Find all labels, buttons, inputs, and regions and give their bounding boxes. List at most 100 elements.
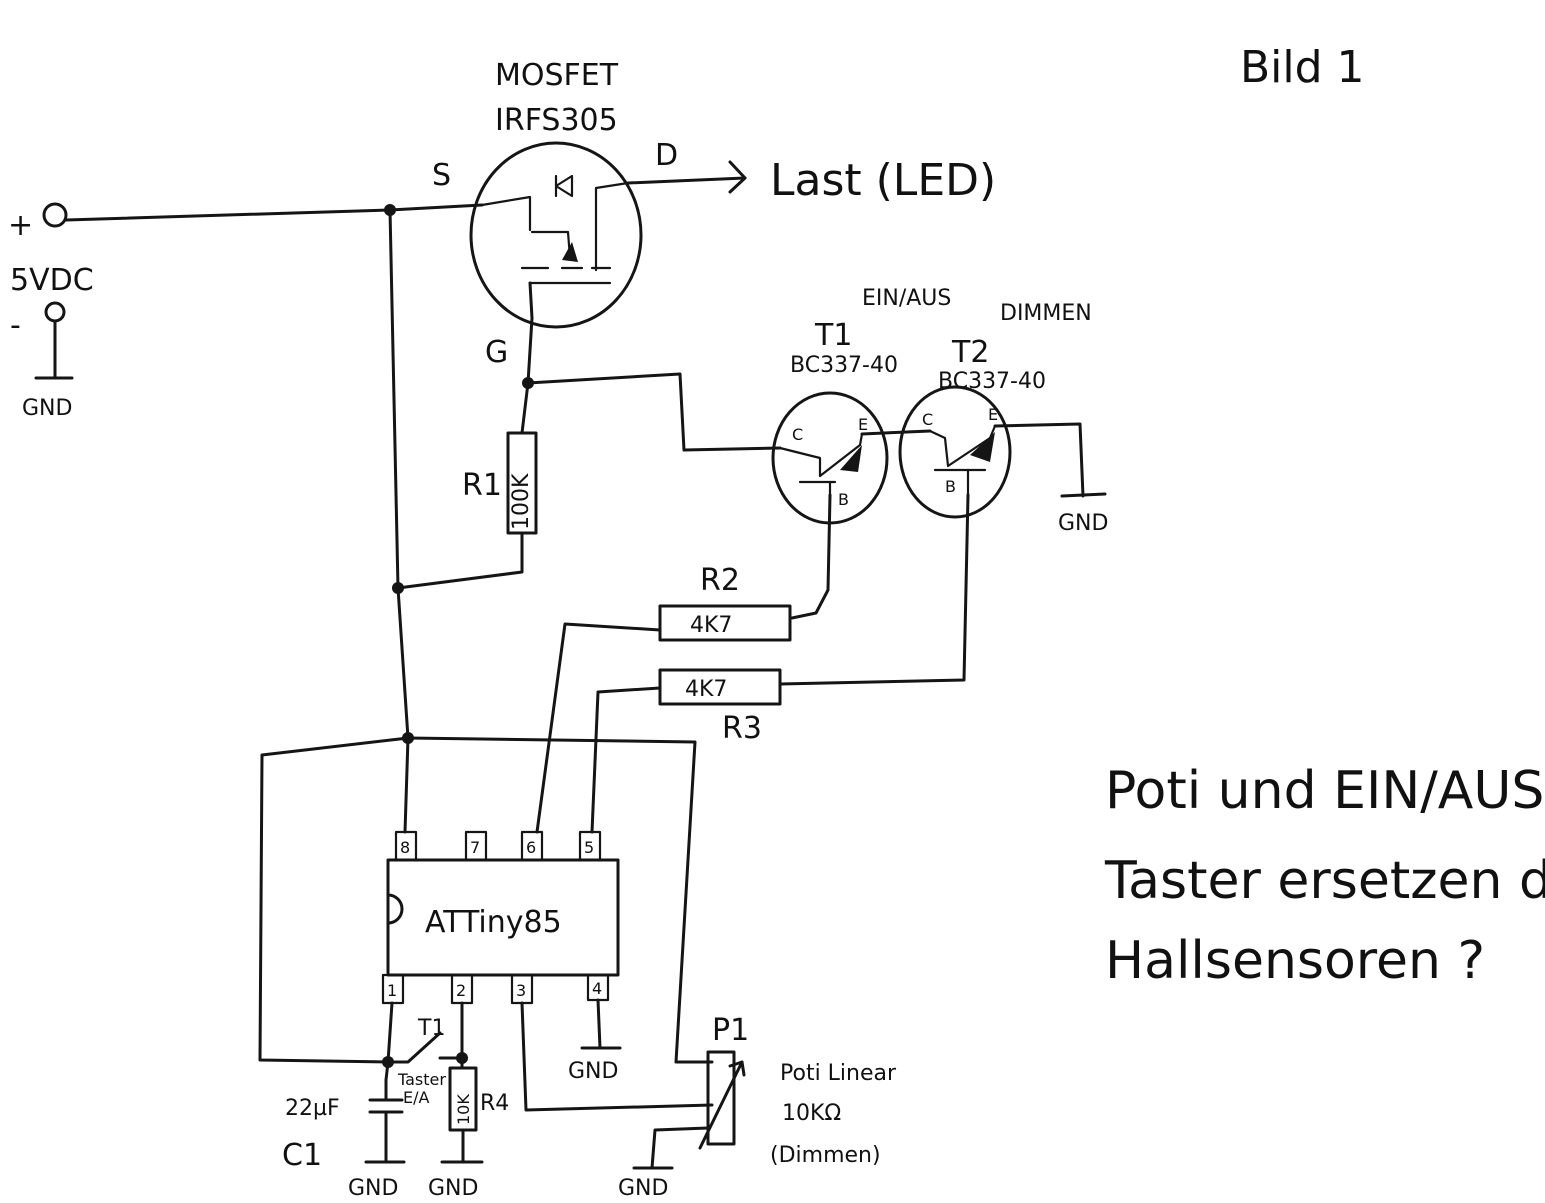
junction-dot (402, 732, 414, 744)
ic-pin-1-label: 1 (387, 981, 397, 1000)
mosfet-body-circle (469, 141, 643, 329)
ic-pin-4-label: 4 (592, 979, 602, 998)
t2-gnd-label: GND (1058, 511, 1108, 536)
wire-t1-base-to-r2 (790, 493, 832, 620)
design-note: Poti und EIN/AUS Taster ersetzen durch H… (1104, 761, 1545, 991)
t1-emitter-label: E (858, 415, 868, 434)
mosfet-source-label: S (432, 158, 451, 193)
r2-label: R2 (700, 563, 740, 598)
supply-plus-label: + (8, 208, 33, 243)
r2-body (658, 604, 792, 642)
button-name-label: T1 (417, 1016, 445, 1041)
mosfet-channel-leads (480, 181, 630, 272)
wire-r3-to-pin5 (590, 686, 662, 834)
supply-voltage-label: 5VDC (10, 263, 94, 298)
mosfet-body-diode (554, 174, 574, 198)
mosfet-symbol: MOSFET IRFS305 S D G (432, 58, 678, 370)
wire-plus-to-source (64, 203, 484, 222)
ic-pin-1 (381, 973, 405, 1005)
junctions (382, 204, 534, 1068)
ic-pin-7 (464, 830, 488, 862)
wire-gate-to-t1-collector (526, 372, 782, 452)
p1-description-line-3: (Dimmen) (770, 1143, 881, 1168)
wire-r2-to-pin6 (535, 622, 662, 834)
t1-circle (771, 391, 889, 525)
wires (64, 160, 1107, 1112)
wire-t1-emitter-to-t2-collector (860, 429, 932, 436)
ic-pin-2-label: 2 (456, 981, 466, 1000)
junction-dot (456, 1052, 468, 1064)
push-button: T1 Taster E/A (397, 1016, 446, 1107)
wire-pin1 (384, 1001, 394, 1082)
ic-notch (386, 893, 404, 925)
resistor-r3: 4K7 R3 (658, 668, 782, 746)
ic-body (386, 858, 620, 977)
r4-value: 10K (454, 1094, 473, 1125)
load-arrow (728, 160, 747, 194)
t1-function-label: EIN/AUS (862, 286, 951, 311)
wire-drain-to-load (626, 176, 747, 185)
ic-pin-5 (578, 830, 602, 862)
r2-value: 4K7 (690, 613, 732, 638)
mosfet-arrow (562, 242, 578, 262)
r3-body (658, 668, 782, 706)
t1-part-label: BC337-40 (790, 353, 898, 378)
junction-dot (382, 1056, 394, 1068)
p1-name-label: P1 (712, 1013, 749, 1048)
supply-gnd-label: GND (22, 396, 72, 421)
mosfet-drain-label: D (655, 138, 678, 173)
wire-t2-emitter-gnd (993, 422, 1107, 498)
c1-symbol (364, 1078, 406, 1164)
r4-gnd-label: GND (428, 1176, 478, 1201)
button-label-line-2: E/A (403, 1088, 430, 1107)
r1-value: 100K (509, 473, 534, 530)
plus-terminal (42, 202, 68, 228)
t1-emitter-arrow (840, 445, 862, 472)
r4-label: R4 (480, 1091, 509, 1116)
wire-button-switch (386, 1031, 442, 1064)
c1-value: 22µF (285, 1096, 340, 1121)
r4-gnd-symbol (440, 1128, 484, 1164)
wire-r1-to-rail (396, 531, 524, 590)
p1-description-line-2: 10KΩ (782, 1101, 841, 1126)
t2-emitter-arrow (970, 432, 995, 462)
t2-name-label: T2 (951, 335, 989, 370)
pin4-gnd-label: GND (568, 1059, 618, 1084)
mosfet-substrate (530, 230, 572, 260)
r1-label: R1 (462, 468, 502, 503)
resistor-r1: 100K R1 (462, 431, 538, 535)
capacitor-c1: 22µF C1 (282, 1078, 406, 1173)
wire-vcc-rail (388, 208, 410, 834)
ic-attiny85: ATTiny85 8 7 6 5 1 2 3 4 (381, 830, 620, 1005)
transistor-t2: DIMMEN T2 BC337-40 C E B (898, 301, 1092, 519)
p1-gnd-label: GND (618, 1176, 668, 1201)
transistor-t1: EIN/AUS T1 BC337-40 C E B (771, 286, 951, 525)
t1-name-label: T1 (814, 318, 852, 353)
wire-vcc-loop (258, 736, 410, 1064)
mosfet-gate-label: G (485, 335, 508, 370)
ic-pin-2 (450, 973, 474, 1005)
potentiometer-p1: P1 Poti Linear 10KΩ (Dimmen) (632, 1013, 897, 1170)
ic-pin-5-label: 5 (584, 838, 594, 857)
t2-part-label: BC337-40 (938, 369, 1046, 394)
ic-pin-3-label: 3 (516, 981, 526, 1000)
resistor-r4: 10K R4 (440, 1066, 509, 1164)
p1-description-line-1: Poti Linear (780, 1061, 897, 1086)
ic-pin-8 (394, 830, 418, 862)
wire-gate-to-r1 (520, 381, 530, 435)
mosfet-part-label: IRFS305 (495, 103, 618, 138)
ic-pin-8-label: 8 (400, 838, 410, 857)
power-supply: + 5VDC - GND (8, 202, 94, 421)
ic-name-label: ATTiny85 (425, 905, 562, 940)
mosfet-type-label: MOSFET (495, 58, 619, 93)
resistor-r2: R2 4K7 (658, 563, 792, 642)
sheet-title: Bild 1 (1240, 42, 1365, 93)
wire-t2-base-to-r3 (778, 493, 970, 686)
p1-gnd-wire (632, 1126, 710, 1170)
t2-function-label: DIMMEN (1000, 301, 1092, 326)
t1-collector-label: C (792, 425, 803, 444)
ic-pin-3 (510, 973, 534, 1005)
r3-value: 4K7 (685, 677, 727, 702)
button-label-line-1: Taster (397, 1070, 446, 1089)
t2-circle (898, 385, 1012, 519)
